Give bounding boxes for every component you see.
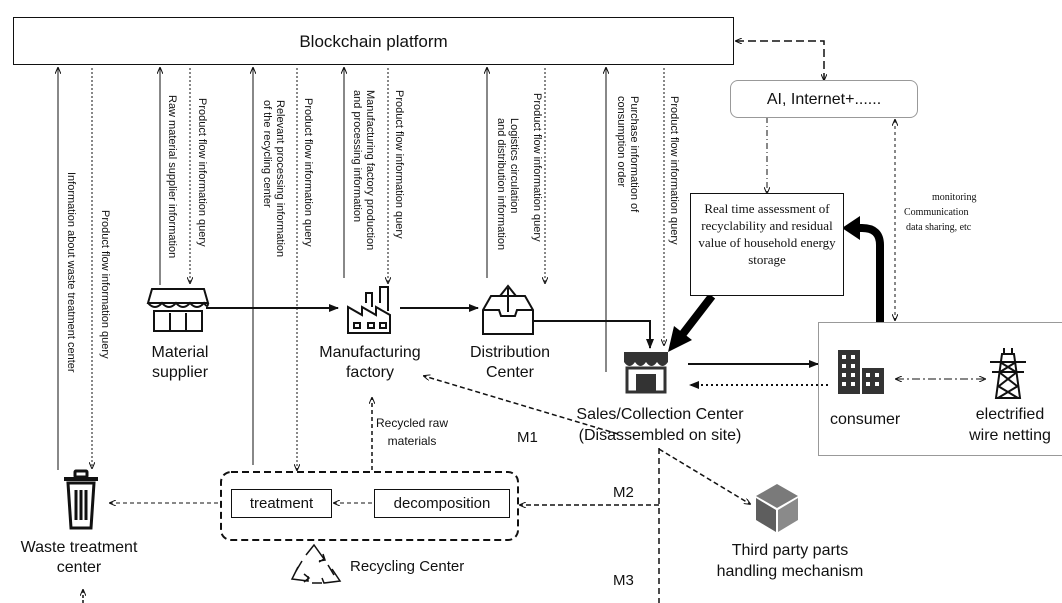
consumer-label: consumer — [830, 411, 901, 428]
shop-icon — [146, 288, 210, 332]
route-third-party — [658, 448, 750, 504]
factory-icon — [347, 286, 391, 334]
cube-icon — [756, 484, 798, 532]
platform-ai-link — [736, 41, 824, 80]
logistics-query-label: Product flow information query — [531, 93, 543, 242]
monitoring-label-2: Communication — [904, 207, 969, 218]
mfg-query-label: Product flow information query — [393, 90, 405, 239]
blockchain-platform-box[interactable]: Blockchain platform — [13, 17, 734, 65]
recycle-query-label: Product flow information query — [302, 98, 314, 247]
decomposition-box[interactable]: decomposition — [374, 489, 510, 518]
purchase-query-label: Product flow information query — [668, 96, 680, 245]
assessment-box[interactable]: Real time assessment of recyclability an… — [690, 193, 844, 296]
consumer-grid-box[interactable] — [818, 322, 1062, 456]
route-m2-label: M2 — [613, 484, 634, 501]
monitoring-label-3: data sharing, etc — [906, 222, 972, 233]
decomposition-label: decomposition — [393, 495, 491, 512]
route-m1 — [424, 376, 619, 435]
blockchain-platform-title: Blockchain platform — [299, 32, 448, 51]
sales-center-label: Sales/Collection Center(Disassembled on … — [576, 406, 744, 444]
recycle-icon — [290, 543, 342, 584]
treatment-label: treatment — [249, 495, 314, 512]
distribution-box-icon — [482, 284, 534, 335]
ai-internet-box[interactable]: AI, Internet+...... — [730, 80, 918, 118]
route-m1-label: M1 — [517, 429, 538, 446]
waste-info-label: Information about waste treatment center — [65, 172, 77, 373]
store-icon — [624, 352, 668, 394]
buildings-icon — [838, 350, 884, 394]
recycling-center-label: Recycling Center — [350, 558, 465, 575]
trash-can-icon — [64, 469, 98, 530]
assessment-text: Real time assessment of recyclability an… — [698, 201, 836, 267]
assessment-to-sales-arrow — [678, 293, 716, 338]
recycling-group-frame — [220, 471, 519, 541]
raw-query-label: Product flow information query — [196, 98, 208, 247]
waste-query-label: Product flow information query — [99, 210, 111, 359]
power-tower-icon — [990, 348, 1026, 399]
flow-distribution-to-sales — [534, 320, 654, 349]
route-m3-label: M3 — [613, 572, 634, 589]
treatment-box[interactable]: treatment — [231, 489, 332, 518]
ai-internet-label: AI, Internet+...... — [766, 91, 882, 108]
raw-info-label: Raw material supplier information — [166, 95, 178, 259]
consumer-feedback-arrow — [858, 224, 884, 322]
monitoring-label-1: monitoring — [932, 192, 977, 203]
